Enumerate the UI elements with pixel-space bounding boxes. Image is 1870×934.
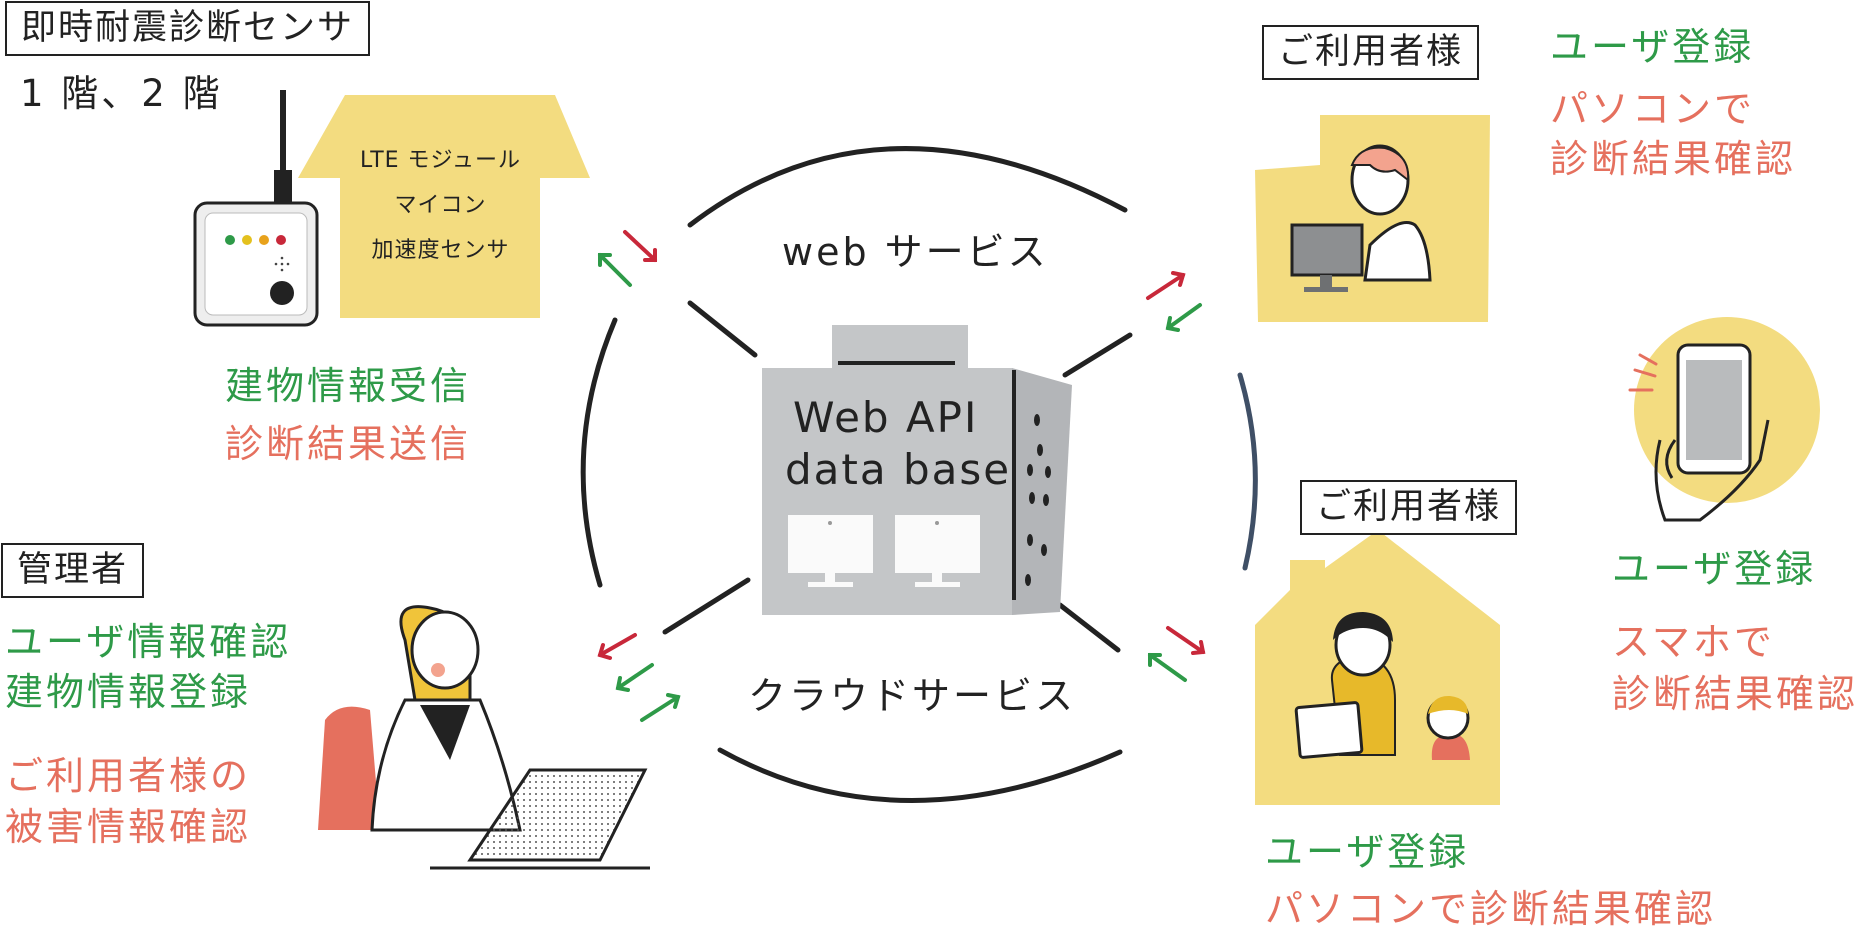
user-home-red-text: パソコンで診断結果確認: [1265, 887, 1717, 931]
arrow-sensor-to-cloud-icon: [623, 230, 657, 262]
ring-arc-left: [580, 317, 618, 588]
admin-title-label: 管理者: [1, 543, 145, 598]
admin-red-line: 被害情報確認: [5, 805, 252, 849]
admin-green-line: ユーザ情報確認: [5, 620, 292, 664]
floors-label: 1 階、2 階: [20, 72, 223, 115]
cloud-service-label: クラウドサービス: [748, 674, 1077, 718]
admin-illustration: [318, 605, 650, 870]
user-pc-illustration: [1255, 115, 1490, 322]
server-label: Web API data base: [785, 392, 1011, 496]
admin-green-line: 建物情報登録: [5, 670, 252, 714]
admin-red-line: ご利用者様の: [5, 754, 252, 798]
sensor-device-icon: [193, 90, 319, 327]
module-line: LTE モジュール: [359, 148, 522, 173]
arrow-user-to-cloud-icon: [1165, 303, 1202, 332]
server-label-line: Web API: [793, 393, 979, 442]
server-building-icon: [762, 325, 1072, 615]
user-phone-red-line: 診断結果確認: [1612, 672, 1859, 716]
arrow-admin-to-cloud-1-icon: [615, 663, 654, 692]
ring-arc-top: [687, 146, 1128, 228]
arrow-cloud-to-sensor-icon: [598, 253, 632, 287]
arrow-cloud-to-home-icon: [1166, 626, 1206, 655]
user-pc-green-text: ユーザ登録: [1550, 25, 1755, 69]
sensor-red-text: 診断結果送信: [225, 422, 472, 466]
user-phone-green-text: ユーザ登録: [1612, 547, 1817, 591]
connector-bottom-left: [662, 577, 751, 635]
sensor-house-icon: [298, 95, 590, 318]
home-user-illustration: [1255, 530, 1500, 805]
connector-bottom-right: [1057, 602, 1121, 653]
data-flow-arrows: [597, 230, 1206, 722]
connector-top-left: [687, 300, 758, 358]
server-label-line: data base: [785, 445, 1012, 494]
sensor-title-label: 即時耐震診断センサ: [5, 1, 371, 56]
arrow-admin-to-cloud-2-icon: [640, 693, 681, 722]
user-home-title-label: ご利用者様: [1300, 480, 1518, 535]
user-pc-title-label: ご利用者様: [1262, 25, 1480, 80]
connector-top-right: [1062, 332, 1133, 378]
user-pc-red-line: 診断結果確認: [1550, 137, 1797, 181]
web-service-label: web サービス: [782, 230, 1049, 274]
user-phone-red-line: スマホで: [1612, 620, 1775, 664]
module-line: マイコン: [394, 193, 487, 218]
module-line: 加速度センサ: [371, 238, 510, 263]
arrow-home-to-cloud-icon: [1148, 653, 1187, 682]
user-home-green-text: ユーザ登録: [1265, 830, 1470, 874]
sensor-green-text: 建物情報受信: [225, 364, 472, 408]
ring-arc-bottom: [717, 747, 1123, 803]
sensor-module-list: LTE モジュール マイコン 加速度センサ: [338, 138, 543, 273]
ring-arc-right: [1237, 372, 1258, 571]
arrow-cloud-to-admin-icon: [597, 633, 637, 660]
smartphone-illustration: [1628, 317, 1820, 522]
cloud-ring: [580, 146, 1258, 803]
user-pc-red-line: パソコンで: [1550, 87, 1756, 131]
arrow-cloud-to-user-icon: [1146, 271, 1186, 300]
